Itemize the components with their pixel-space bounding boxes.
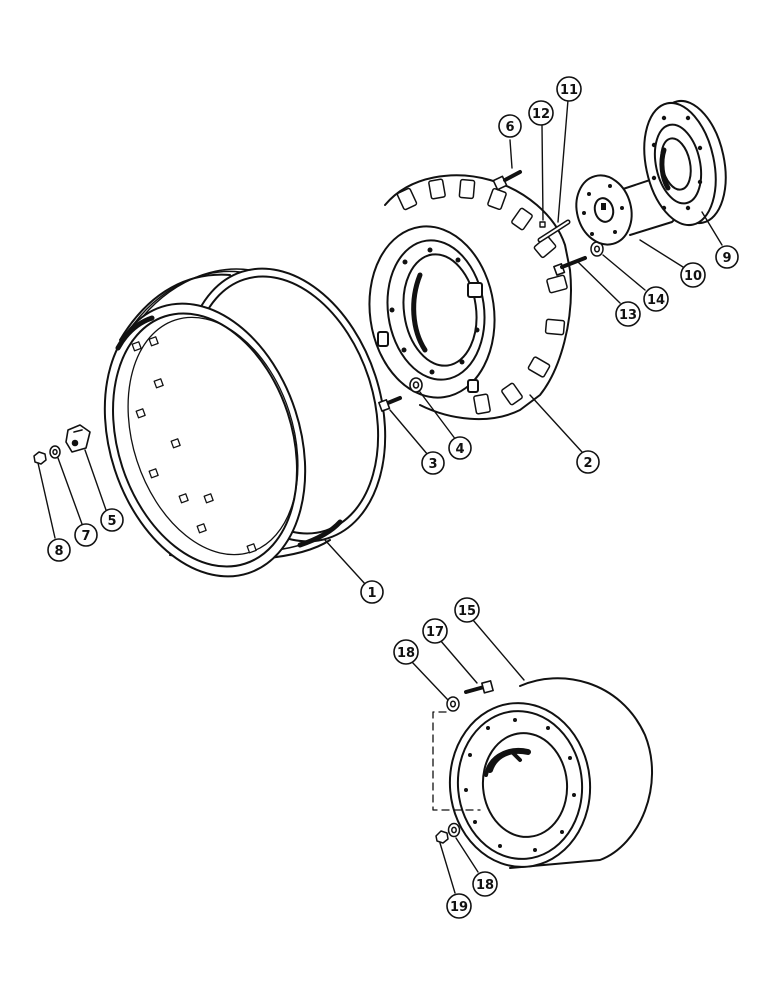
pin-part-11 — [537, 219, 571, 243]
callout-bubble-18-top: 18 — [393, 639, 419, 665]
callout-bubble-7: 7 — [74, 523, 98, 547]
callout-bubble-19: 19 — [446, 893, 472, 919]
callout-label-8: 8 — [54, 544, 63, 559]
callout-bubble-15: 15 — [454, 597, 480, 623]
callout-label-6: 6 — [505, 120, 514, 135]
callout-bubble-12: 12 — [528, 100, 554, 126]
alignment-dash-line — [432, 711, 481, 811]
flange-plate-part-9 — [643, 99, 727, 227]
bolt-part-3 — [378, 396, 402, 412]
washer-part-7 — [49, 445, 61, 459]
callout-label-15: 15 — [458, 604, 476, 619]
washer-part-4 — [409, 377, 423, 393]
callout-bubble-10: 10 — [680, 262, 706, 288]
callout-label-18-top: 18 — [397, 646, 415, 661]
callout-label-12: 12 — [532, 107, 550, 122]
callout-bubble-4: 4 — [448, 436, 472, 460]
wheel-center-disc — [368, 174, 572, 420]
callout-label-3: 3 — [428, 457, 437, 472]
callout-label-17: 17 — [426, 625, 444, 640]
callout-bubble-8: 8 — [47, 538, 71, 562]
callout-bubble-13: 13 — [615, 301, 641, 327]
wheel-weight-part-15 — [448, 677, 654, 869]
nut-part-19 — [435, 830, 449, 844]
bolt-part-13 — [553, 256, 587, 276]
callout-label-7: 7 — [81, 529, 90, 544]
callout-label-10: 10 — [684, 269, 702, 284]
callout-bubble-5: 5 — [100, 508, 124, 532]
callout-bubble-6: 6 — [498, 114, 522, 138]
callout-label-14: 14 — [647, 293, 665, 308]
callout-label-1: 1 — [367, 586, 376, 601]
callout-bubble-3: 3 — [421, 451, 445, 475]
callout-bubble-14: 14 — [643, 286, 669, 312]
callout-bubble-1: 1 — [360, 580, 384, 604]
callout-bubble-11: 11 — [556, 76, 582, 102]
bolt-part-6 — [492, 170, 522, 191]
callout-label-11: 11 — [560, 83, 578, 98]
wheel-rim — [103, 267, 387, 578]
callout-label-19: 19 — [450, 900, 468, 915]
clamp-part-5 — [65, 424, 91, 453]
callout-label-4: 4 — [455, 442, 464, 457]
callout-label-2: 2 — [583, 456, 592, 471]
key-part-12 — [539, 221, 546, 228]
callout-bubble-18-bottom: 18 — [472, 871, 498, 897]
washer-part-18-bottom — [447, 822, 461, 838]
washer-part-18-top — [446, 696, 460, 712]
callout-label-9: 9 — [722, 251, 731, 266]
bolt-part-17 — [464, 680, 494, 694]
callout-label-5: 5 — [107, 514, 116, 529]
callout-bubble-17: 17 — [422, 618, 448, 644]
leader-lines — [37, 99, 723, 894]
nut-part-8 — [33, 451, 47, 465]
callout-bubble-2: 2 — [576, 450, 600, 474]
callout-label-13: 13 — [619, 308, 637, 323]
callout-bubble-9: 9 — [715, 245, 739, 269]
callout-label-18-bottom: 18 — [476, 878, 494, 893]
